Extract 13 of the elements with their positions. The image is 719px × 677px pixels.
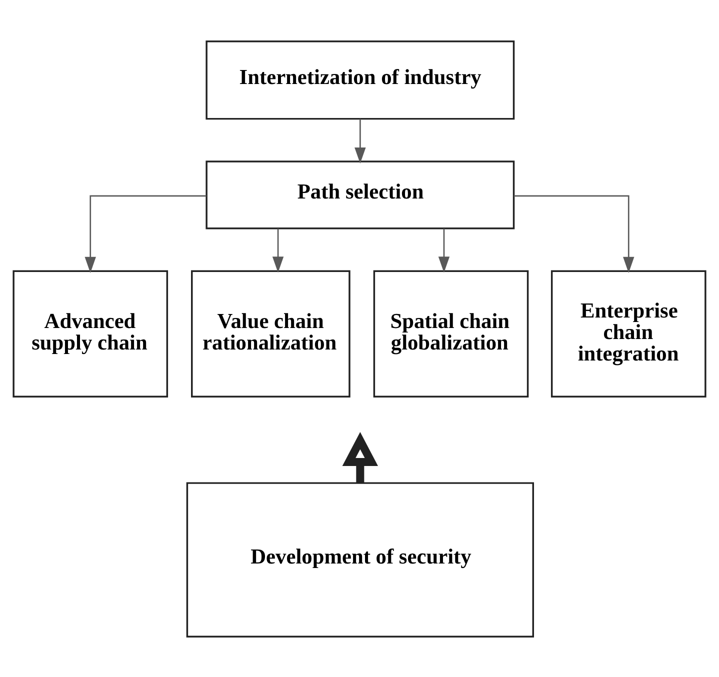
node-box: Enterprise chain integration [550,270,706,397]
node-box: Development of security [186,482,534,638]
arrow [84,194,206,272]
node-box: Spatial chain globalization [373,270,529,397]
arrow [272,228,284,272]
arrow [342,431,378,482]
arrow [438,228,450,272]
arrow [514,194,634,272]
node-box: Path selection [206,160,515,229]
node-box: Value chain rationalization [191,270,350,397]
node-box: Internetization of industry [206,40,515,120]
node-box: Advanced supply chain [12,270,168,397]
arrow [354,118,366,163]
